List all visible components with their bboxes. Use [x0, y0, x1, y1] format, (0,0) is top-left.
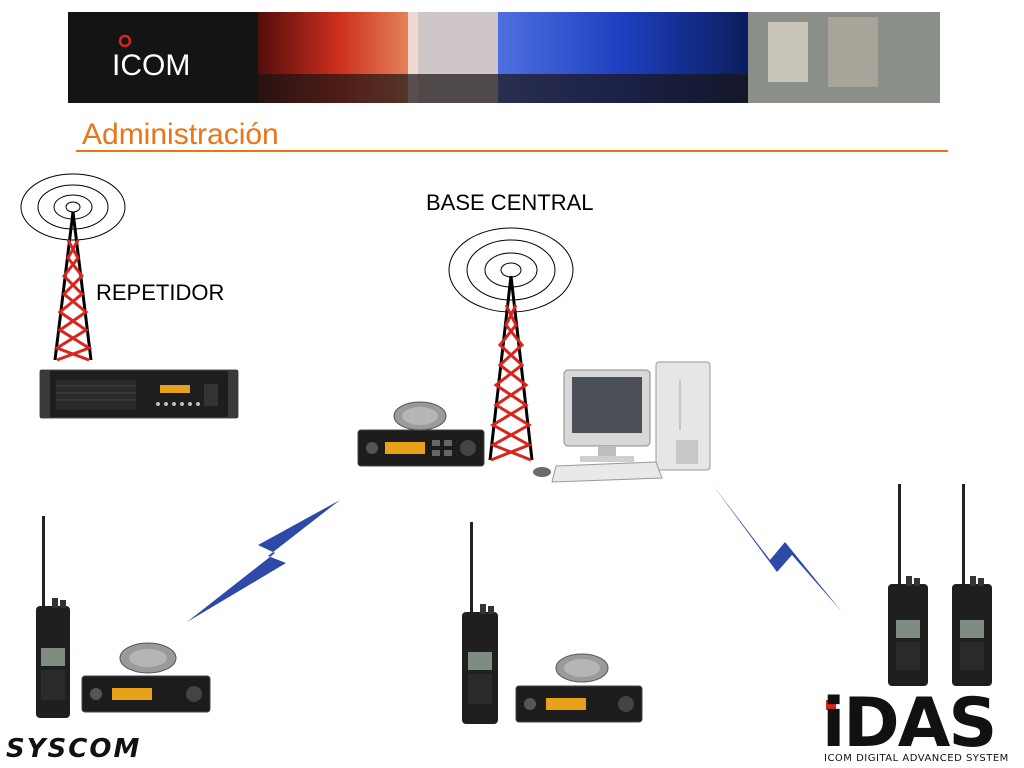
idas-logo-accent — [826, 700, 836, 710]
link-lightning-left-icon — [187, 500, 340, 622]
idas-logo: iDAS — [822, 684, 997, 763]
computer-icon — [533, 361, 711, 483]
syscom-logo: SYSCOM — [6, 734, 142, 764]
icom-logo-text: ICOM — [112, 49, 190, 82]
mobile-radio-center-icon — [515, 653, 643, 723]
header-banner: ICOM — [68, 12, 940, 103]
repeater-label: REPETIDOR — [96, 280, 225, 305]
link-lightning-right-icon — [712, 484, 842, 612]
base-tower-icon — [448, 227, 574, 462]
portable-radio-right-2-icon — [952, 484, 992, 686]
base-central-label: BASE CENTRAL — [426, 190, 594, 215]
mobile-radio-left-icon — [81, 642, 211, 713]
banner-image: ICOM — [68, 12, 940, 103]
portable-radio-left-icon — [36, 516, 70, 718]
repeater-tower-icon — [20, 173, 126, 362]
base-mobile-radio-icon — [357, 401, 485, 467]
portable-radio-center-icon — [462, 522, 498, 724]
idas-tagline: ICOM DIGITAL ADVANCED SYSTEM — [824, 753, 1009, 764]
portable-radio-right-1-icon — [888, 484, 928, 686]
repeater-unit-icon — [39, 369, 239, 419]
icom-logo-dot — [118, 34, 132, 48]
title-underline — [76, 150, 948, 152]
page-title: Administración — [82, 118, 279, 151]
